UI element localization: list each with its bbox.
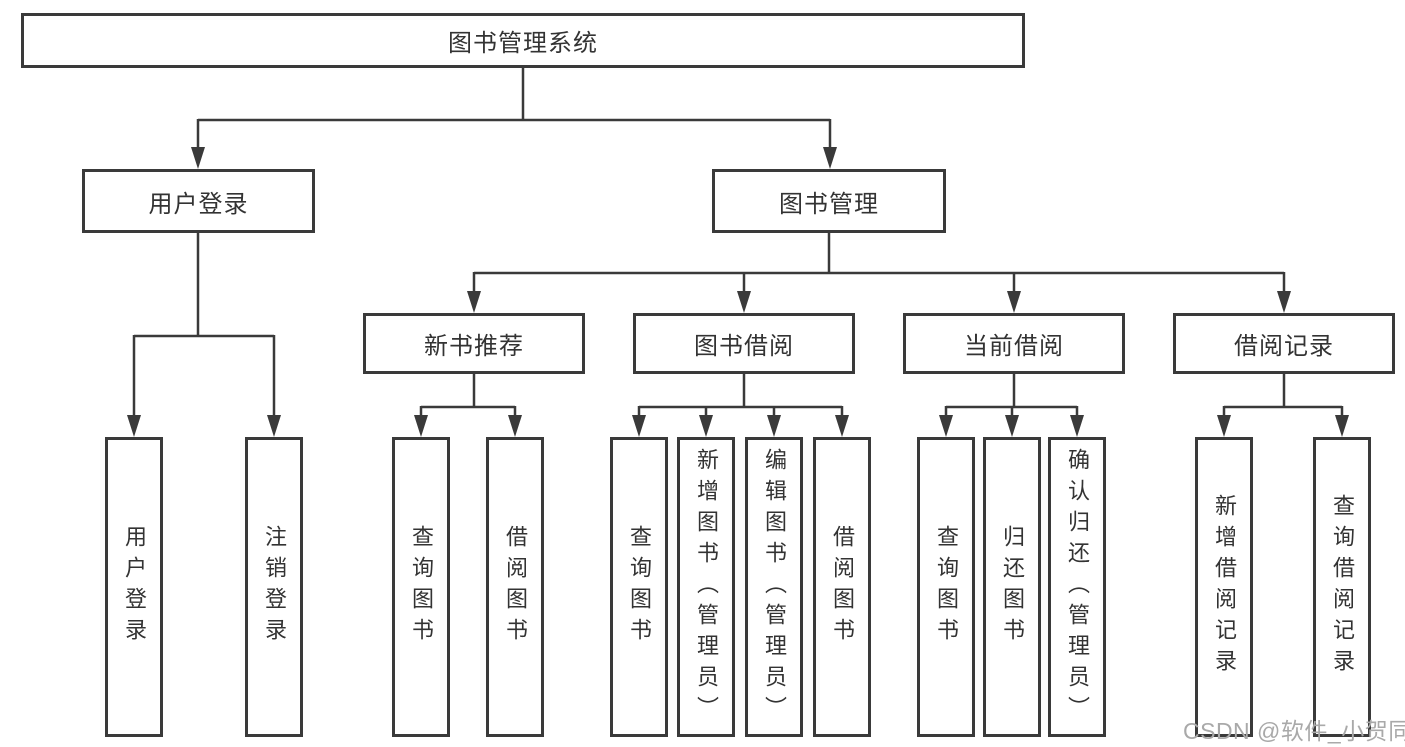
node-library-system: 图书管理系统 xyxy=(21,13,1025,68)
leaf-query-books-current: 查询图书 xyxy=(917,437,975,737)
node-book-management: 图书管理 xyxy=(712,169,946,233)
node-label: 用户登录 xyxy=(122,525,147,649)
node-label: 当前借阅 xyxy=(964,333,1064,360)
node-label: 注销登录 xyxy=(262,525,287,649)
node-label: 借阅记录 xyxy=(1234,333,1334,360)
node-new-book-recommend: 新书推荐 xyxy=(363,313,585,374)
node-label: 新书推荐 xyxy=(424,333,524,360)
node-label: 确认归还（管理员） xyxy=(1065,447,1090,727)
leaf-borrow-books-recommend: 借阅图书 xyxy=(486,437,544,737)
node-label: 查询图书 xyxy=(627,525,652,649)
node-label: 编辑图书（管理员） xyxy=(762,447,787,727)
node-label: 用户登录 xyxy=(148,190,249,218)
leaf-query-books-recommend: 查询图书 xyxy=(392,437,450,737)
node-label: 查询借阅记录 xyxy=(1330,494,1355,680)
leaf-query-borrow-record: 查询借阅记录 xyxy=(1313,437,1371,737)
node-label: 新增借阅记录 xyxy=(1212,494,1237,680)
leaf-logout: 注销登录 xyxy=(245,437,303,737)
node-label: 新增图书（管理员） xyxy=(694,447,719,727)
arrowheads xyxy=(127,147,1349,437)
node-current-borrow: 当前借阅 xyxy=(903,313,1125,374)
node-label: 图书借阅 xyxy=(694,333,794,360)
node-label: 查询图书 xyxy=(409,525,434,649)
node-label: 借阅图书 xyxy=(503,525,528,649)
node-borrow-records: 借阅记录 xyxy=(1173,313,1395,374)
csdn-watermark: CSDN @软件_小贺同学 xyxy=(1183,718,1405,744)
node-label: 查询图书 xyxy=(934,525,959,649)
node-label: 借阅图书 xyxy=(830,525,855,649)
node-label: 图书管理 xyxy=(779,190,879,218)
leaf-user-login: 用户登录 xyxy=(105,437,163,737)
leaf-add-book-admin: 新增图书（管理员） xyxy=(677,437,735,737)
leaf-return-book: 归还图书 xyxy=(983,437,1041,737)
node-book-borrow: 图书借阅 xyxy=(633,313,855,374)
leaf-confirm-return-admin: 确认归还（管理员） xyxy=(1048,437,1106,737)
node-user-login: 用户登录 xyxy=(82,169,315,233)
leaf-query-books-borrow: 查询图书 xyxy=(610,437,668,737)
leaf-add-borrow-record: 新增借阅记录 xyxy=(1195,437,1253,737)
node-label: 图书管理系统 xyxy=(448,30,598,57)
node-label: 归还图书 xyxy=(1000,525,1025,649)
connector-path xyxy=(132,68,1344,419)
leaf-edit-book-admin: 编辑图书（管理员） xyxy=(745,437,803,737)
leaf-borrow-books: 借阅图书 xyxy=(813,437,871,737)
